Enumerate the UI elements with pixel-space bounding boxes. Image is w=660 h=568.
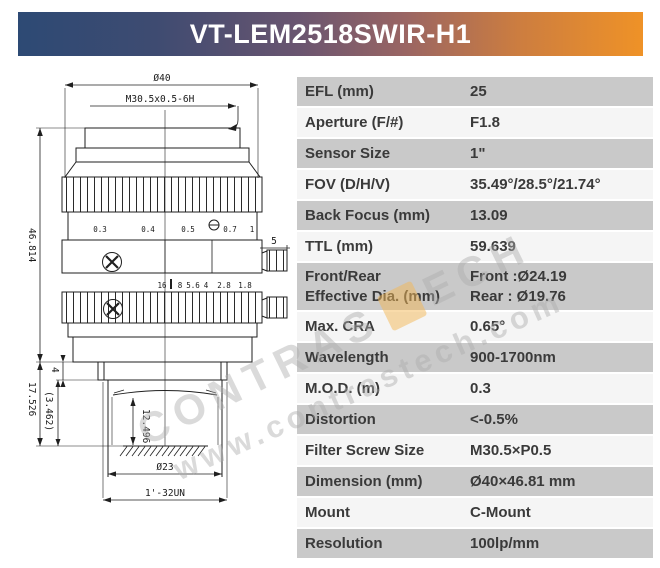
- spec-label: Dimension (mm): [305, 473, 423, 490]
- spec-row-resolution: Resolution 100lp/mm: [297, 529, 653, 558]
- dim-screw-offset: 5: [271, 236, 277, 247]
- spec-value: Front :Ø24.19 Rear : Ø19.76: [470, 267, 653, 307]
- aperture-scale-0: 16: [157, 281, 167, 290]
- spec-value: 0.3: [470, 380, 491, 397]
- spec-value: M30.5×P0.5: [470, 442, 552, 459]
- focus-scale-1: 0.4: [141, 225, 155, 234]
- spec-row-mod: M.O.D. (m) 0.3: [297, 374, 653, 403]
- focus-scale-3: 0.7: [223, 225, 237, 234]
- spec-row-ttl: TTL (mm) 59.639: [297, 232, 653, 261]
- drawing-lines: [36, 82, 290, 503]
- spec-value-line2: Rear : Ø19.76: [470, 287, 566, 305]
- aperture-scale-4: 2.8: [217, 281, 231, 290]
- spec-label: Max. CRA: [305, 318, 376, 335]
- spec-row-effective-dia: Front/Rear Effective Dia. (mm) Front :Ø2…: [297, 263, 653, 310]
- spec-row-mount: Mount C-Mount: [297, 498, 653, 527]
- spec-row-dimension: Dimension (mm) Ø40×46.81 mm: [297, 467, 653, 496]
- dim-ref: (3.462): [43, 391, 54, 431]
- dim-inner-depth: 12.496: [140, 409, 151, 444]
- model-title: VT-LEM2518SWIR-H1: [189, 18, 472, 49]
- aperture-scale-5: 1.8: [238, 281, 252, 290]
- spec-label: FOV (D/H/V): [305, 176, 390, 193]
- focus-scale-2: 0.5: [181, 225, 195, 234]
- spec-value: 35.49°/28.5°/21.74°: [470, 176, 601, 193]
- spec-value: 1": [470, 145, 486, 162]
- spec-value: 900-1700nm: [470, 349, 556, 366]
- dim-mount-thread: 1'-32UN: [145, 488, 185, 499]
- dim-filter-thread: M30.5x0.5-6H: [126, 94, 195, 105]
- aperture-scale-1: 8: [178, 281, 183, 290]
- drawing-dimension-labels: Ø40 M30.5x0.5-6H 46.814 17.526 4 (3.462)…: [26, 73, 277, 499]
- dim-total-length: 46.814: [26, 228, 37, 263]
- focus-scale-0: 0.3: [93, 225, 107, 234]
- spec-value: Ø40×46.81 mm: [470, 473, 576, 490]
- dim-mount-diameter: Ø23: [156, 462, 173, 473]
- dim-flange-focal: 17.526: [26, 382, 37, 417]
- spec-row-filter-screw: Filter Screw Size M30.5×P0.5: [297, 436, 653, 465]
- spec-label: M.O.D. (m): [305, 380, 380, 397]
- spec-label: Wavelength: [305, 349, 389, 366]
- spec-label: Sensor Size: [305, 145, 391, 162]
- dim-flange-height: 4: [49, 367, 60, 373]
- spec-label-line2: Effective Dia. (mm): [305, 287, 441, 305]
- aperture-scale-3: 4: [204, 281, 209, 290]
- spec-row-max-cra: Max. CRA 0.65°: [297, 312, 653, 341]
- spec-value: 100lp/mm: [470, 535, 540, 552]
- spec-row-aperture: Aperture (F/#) F1.8: [297, 108, 653, 137]
- spec-value: 0.65°: [470, 318, 506, 335]
- dim-top-diameter: Ø40: [153, 73, 170, 84]
- spec-value: 13.09: [470, 207, 508, 224]
- spec-value: 25: [470, 83, 487, 100]
- spec-row-distortion: Distortion <-0.5%: [297, 405, 653, 434]
- spec-label: Distortion: [305, 411, 376, 428]
- spec-value: F1.8: [470, 114, 501, 131]
- spec-row-efl: EFL (mm) 25: [297, 77, 653, 106]
- spec-label: EFL (mm): [305, 83, 374, 100]
- spec-label: Front/Rear Effective Dia. (mm): [297, 267, 470, 307]
- spec-value: C-Mount: [470, 504, 531, 521]
- spec-label: Resolution: [305, 535, 383, 552]
- spec-row-sensor-size: Sensor Size 1": [297, 139, 653, 168]
- spec-label: Filter Screw Size: [305, 442, 425, 459]
- spec-label: Aperture (F/#): [305, 114, 404, 131]
- spec-label: Mount: [305, 504, 350, 521]
- spec-value: <-0.5%: [470, 411, 518, 428]
- spec-value: 59.639: [470, 238, 516, 255]
- focus-scale-4: 1: [250, 225, 255, 234]
- spec-value-line1: Front :Ø24.19: [470, 267, 567, 285]
- aperture-scale-2: 5.6: [186, 281, 200, 290]
- spec-label-line1: Front/Rear: [305, 267, 381, 285]
- spec-table: EFL (mm) 25 Aperture (F/#) F1.8 Sensor S…: [297, 77, 653, 560]
- spec-row-wavelength: Wavelength 900-1700nm: [297, 343, 653, 372]
- spec-row-back-focus: Back Focus (mm) 13.09: [297, 201, 653, 230]
- spec-label: TTL (mm): [305, 238, 374, 255]
- spec-row-fov: FOV (D/H/V) 35.49°/28.5°/21.74°: [297, 170, 653, 199]
- model-header-bar: VT-LEM2518SWIR-H1: [18, 12, 643, 56]
- spec-label: Back Focus (mm): [305, 207, 431, 224]
- lens-technical-drawing: Ø40 M30.5x0.5-6H 46.814 17.526 4 (3.462)…: [26, 73, 290, 503]
